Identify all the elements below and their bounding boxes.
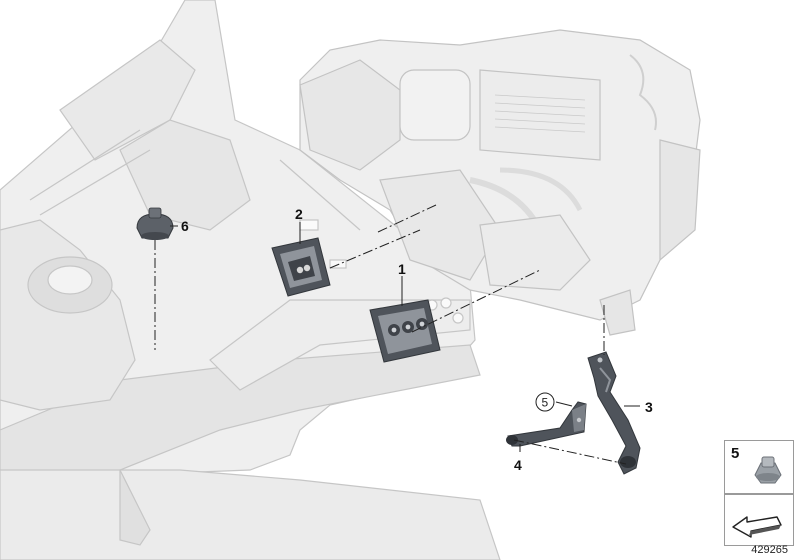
bracket-part-4 — [506, 401, 587, 447]
callout-2: 2 — [295, 206, 303, 222]
direction-arrow-icon — [732, 516, 782, 538]
drawing-number: 429265 — [751, 544, 788, 556]
callout-5: 5 — [542, 396, 549, 410]
support-bracket-part-3 — [587, 351, 641, 475]
legend-item-box: 5 — [724, 440, 794, 494]
callout-3: 3 — [645, 399, 653, 415]
vehicle-body-structure — [0, 0, 501, 560]
legend-item-label: 5 — [731, 445, 740, 462]
callout-1: 1 — [398, 261, 406, 277]
hex-nut-icon — [754, 456, 782, 484]
grommet-part-1 — [369, 299, 441, 363]
callout-6: 6 — [181, 218, 189, 234]
grommet-part-2 — [271, 237, 331, 297]
legend-arrow-box — [724, 494, 794, 546]
assembly-axis-lines — [154, 204, 627, 465]
heater-air-conditioning-unit — [299, 29, 701, 336]
rubber-mount-part-6 — [136, 207, 174, 240]
callout-4: 4 — [514, 457, 522, 473]
callout-5-circled: 5 — [535, 392, 555, 412]
callout-leader-lines — [170, 222, 640, 452]
